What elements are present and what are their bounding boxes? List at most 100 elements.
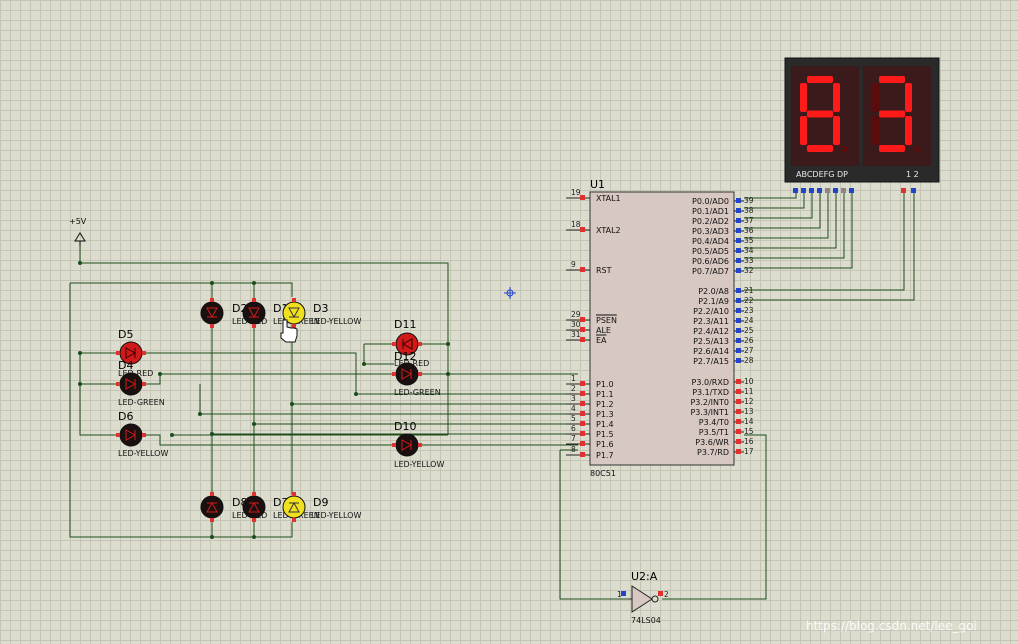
pin-name: P2.3/A11 — [693, 317, 729, 326]
pin-marker — [736, 358, 741, 363]
pin-number: 22 — [744, 296, 754, 305]
pin-name: RST — [596, 266, 612, 275]
digit-2 — [872, 76, 920, 152]
led-d7[interactable]: D7LED-GREEN — [242, 492, 320, 522]
mcu-right-pins: 39P0.0/AD038P0.1/AD137P0.2/AD236P0.3/AD3… — [690, 196, 753, 457]
segment-f — [800, 83, 807, 112]
segment-g — [879, 110, 905, 118]
pin-number: 11 — [744, 387, 754, 396]
pin-name: P2.5/A13 — [693, 337, 729, 346]
inverter-74ls04[interactable]: U2:A 1 2 74LS04 — [617, 570, 669, 625]
diode-symbol-icon — [288, 307, 300, 319]
diode-symbol-icon — [401, 368, 413, 380]
pin-number: 30 — [571, 320, 581, 329]
power-terminal[interactable]: +5V — [69, 217, 87, 246]
led-d1[interactable]: D1LED-GREEN — [242, 298, 320, 328]
mcu-pin-5[interactable]: 5P1.4 — [566, 414, 614, 429]
pin-name: P0.7/AD7 — [692, 267, 729, 276]
mcu-pin-2[interactable]: 2P1.1 — [566, 384, 614, 399]
mcu-pin-4[interactable]: 4P1.3 — [566, 404, 614, 419]
pin-name: P1.7 — [596, 451, 614, 460]
pin-name: EA — [596, 336, 607, 345]
mcu-80c51[interactable]: U1 80C51 19XTAL118XTAL29RST29PSEN30ALE31… — [566, 178, 754, 478]
pin-marker — [736, 429, 741, 434]
mcu-pin-8[interactable]: 8P1.7 — [566, 445, 614, 460]
segment-d — [879, 145, 905, 152]
pin-number: 1 — [571, 374, 576, 383]
display-pins — [793, 188, 916, 193]
pin-marker — [736, 439, 741, 444]
pin-name: P2.4/A12 — [693, 327, 729, 336]
pin-name: P3.1/TXD — [692, 388, 729, 397]
led-pin — [292, 518, 296, 522]
digit-1 — [800, 76, 848, 152]
mcu-pin-6[interactable]: 6P1.5 — [566, 424, 614, 439]
common-pin-labels: 1 2 — [906, 170, 919, 179]
segment-c — [905, 116, 912, 145]
inverter-bubble — [651, 595, 659, 603]
pin-number: 6 — [571, 424, 576, 433]
pin-marker — [736, 208, 741, 213]
pin-marker — [580, 381, 585, 386]
diode-symbol-icon — [248, 307, 260, 319]
mcu-pin-3[interactable]: 3P1.2 — [566, 394, 614, 409]
pin-number: 25 — [744, 326, 754, 335]
pin-number: 15 — [744, 427, 754, 436]
mcu-pin-7[interactable]: 7P1.6 — [566, 434, 614, 449]
mcu-pin-1[interactable]: 1P1.0 — [566, 374, 614, 389]
pin-marker — [580, 431, 585, 436]
led-ref-label: D5 — [118, 328, 133, 341]
power-label: +5V — [69, 217, 87, 226]
pin-number: 16 — [744, 437, 754, 446]
mcu-pin-11[interactable]: 11 P3.1/TXD — [692, 387, 754, 397]
led-value-label: LED-YELLOW — [311, 511, 361, 520]
inverter-pin-in: 1 — [617, 590, 622, 599]
pin-name: XTAL2 — [596, 226, 621, 235]
pin-marker — [736, 328, 741, 333]
led-value-label: LED-YELLOW — [311, 317, 361, 326]
pin-number: 28 — [744, 356, 754, 365]
pin-name: P3.4/T0 — [699, 418, 729, 427]
pin-marker — [736, 308, 741, 313]
led-pin — [210, 298, 214, 302]
led-pin — [210, 518, 214, 522]
seven-segment-display[interactable]: ABCDEFG DP 1 2 — [784, 57, 940, 193]
mcu-pin-25[interactable]: 25 P2.4/A12 — [693, 326, 754, 336]
